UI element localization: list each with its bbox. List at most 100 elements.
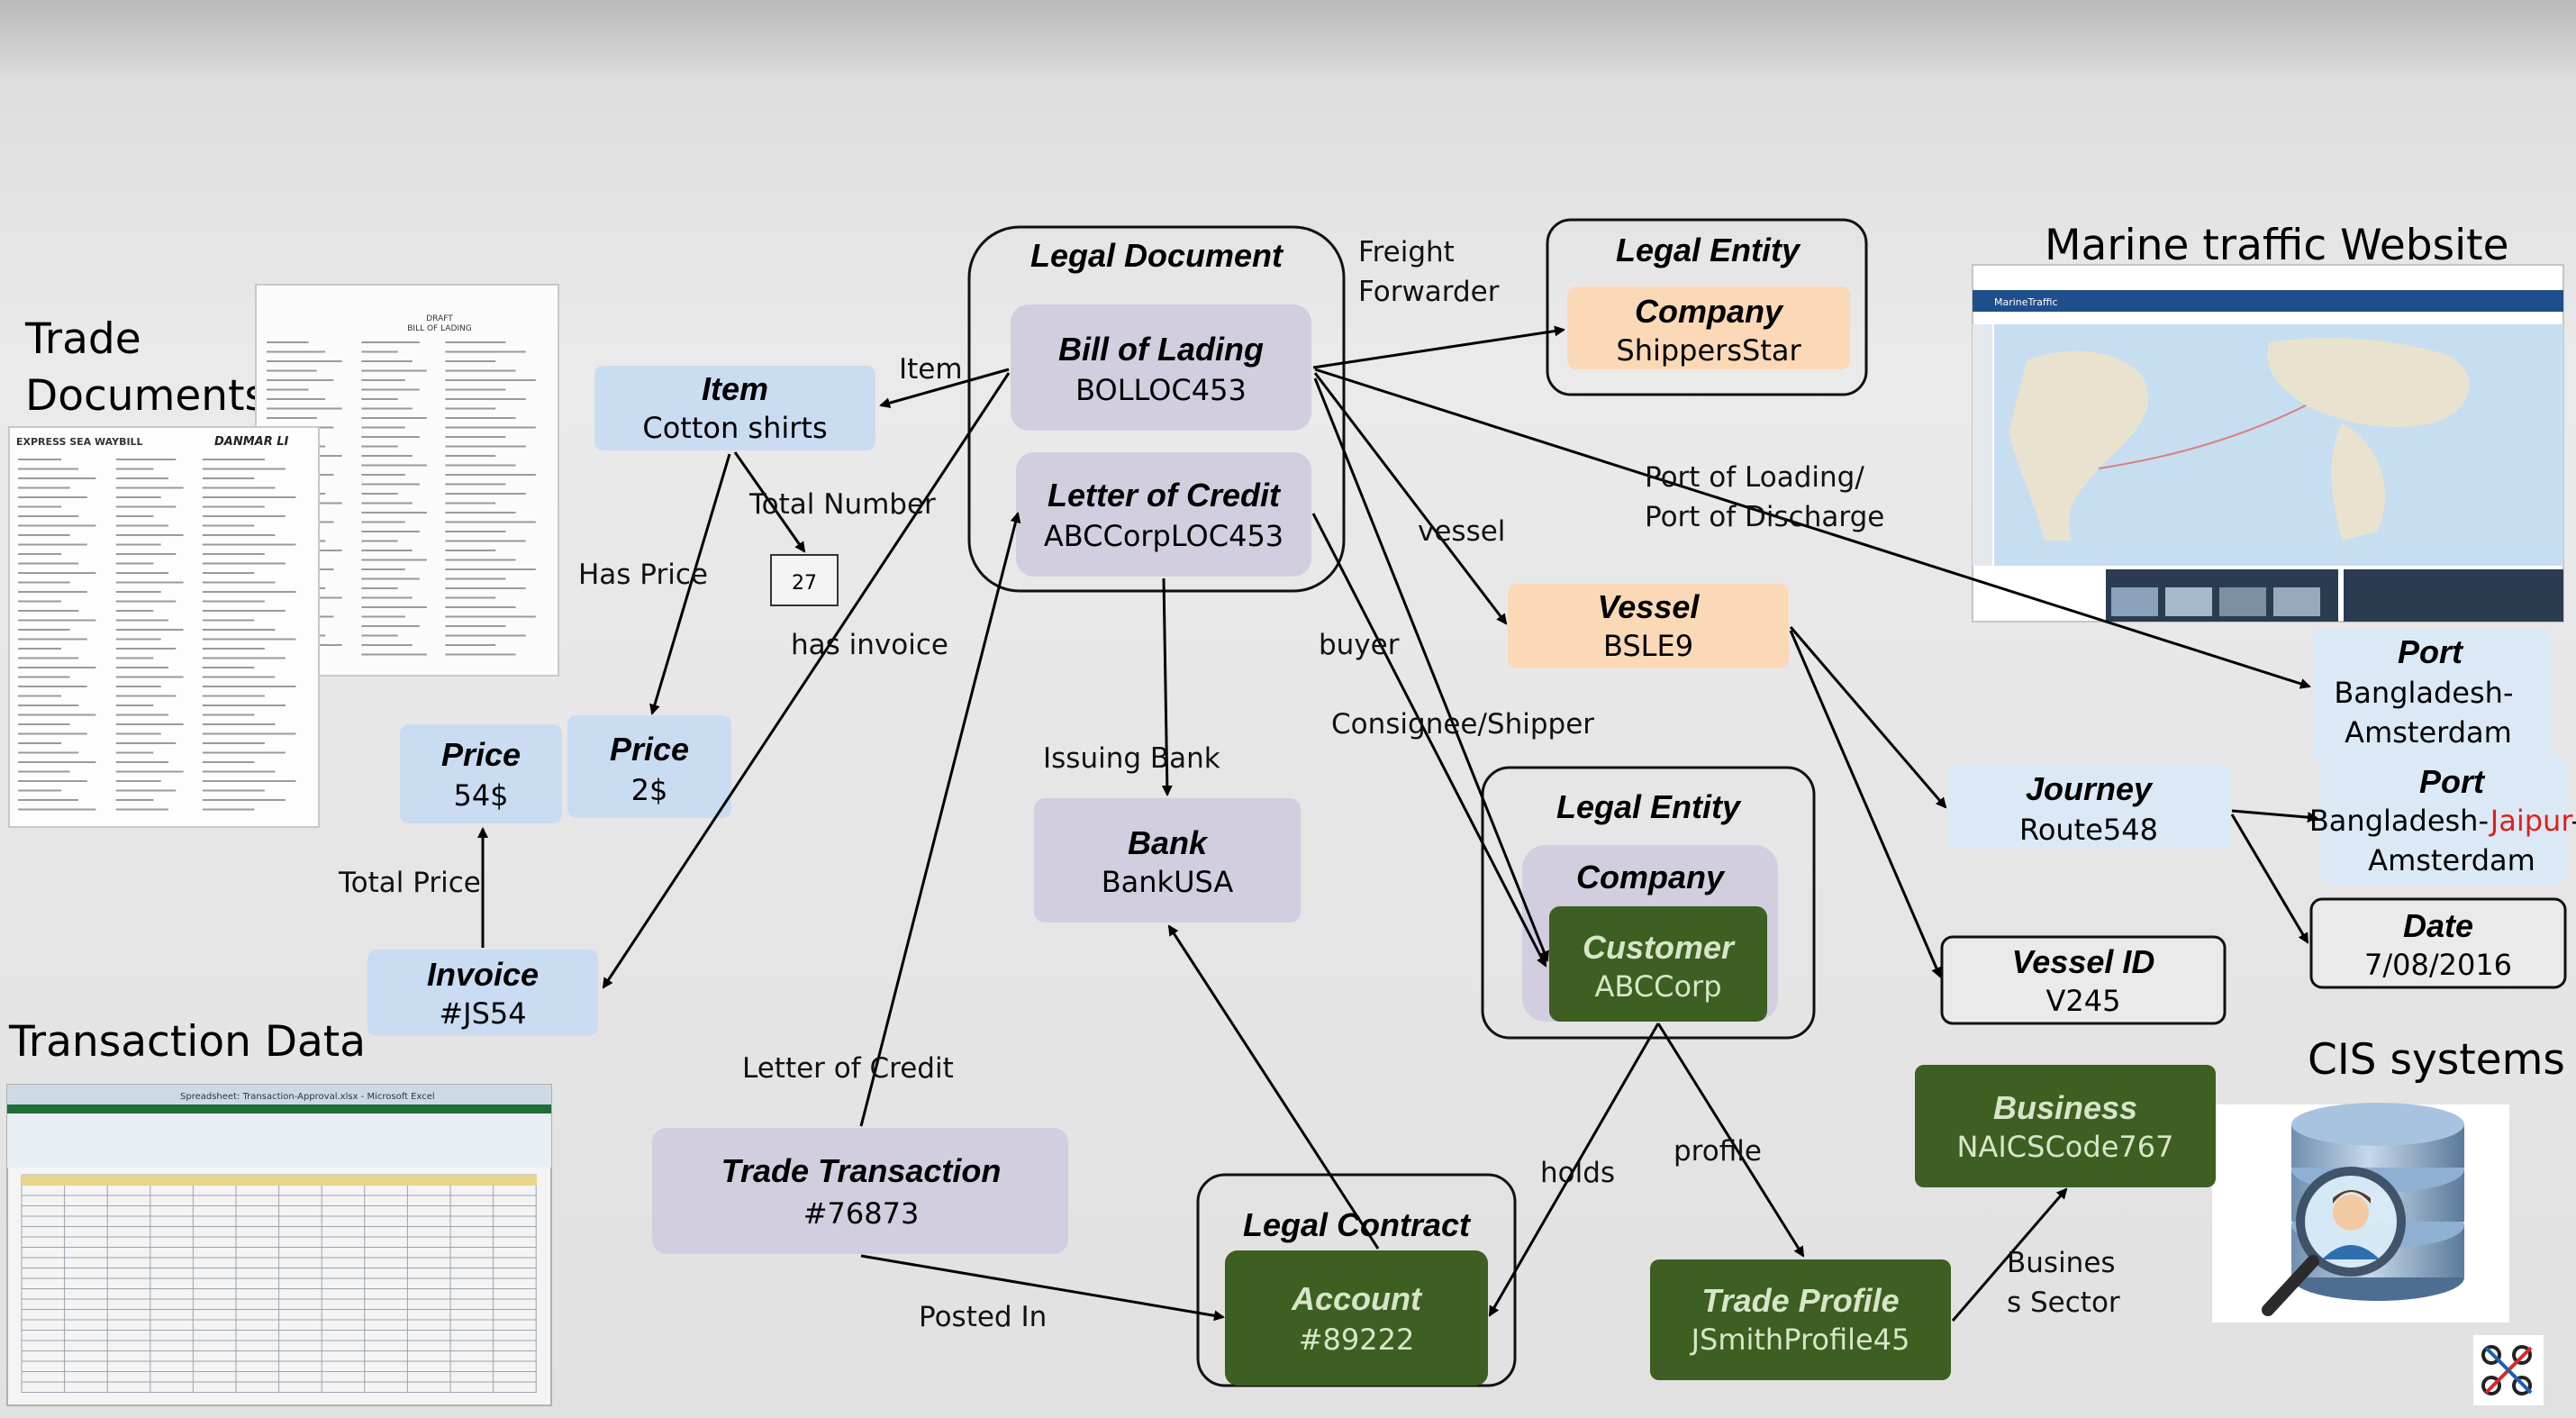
invoice-node[interactable] (367, 950, 598, 1036)
edge-bol-vessel (1313, 372, 1508, 625)
vessel-id-title: Vessel ID (2012, 943, 2155, 980)
vessel-title: Vessel (1598, 588, 1701, 625)
port-1-title: Port (2398, 633, 2464, 670)
price-54-node[interactable] (400, 724, 562, 823)
price-2-node[interactable] (567, 715, 731, 818)
edge-trade-loc (859, 512, 1021, 1127)
label-total-number: Total Number (748, 488, 936, 521)
vessel-id-value: V245 (2046, 984, 2121, 1018)
bill-of-lading-node[interactable] (1011, 305, 1311, 431)
label-port-loading-line-1: Port of Loading/ (1645, 461, 1864, 494)
price-54-title: Price (441, 736, 521, 773)
edge-bol-customer (1313, 377, 1549, 962)
company-top-title: Company (1635, 293, 1784, 330)
label-consignee-shipper: Consignee/Shipper (1331, 708, 1594, 741)
label-port-loading: Port of Loading/ Port of Discharge (1645, 461, 1884, 533)
label-has-invoice: has invoice (791, 629, 948, 661)
edge-profile-business (1951, 1187, 2068, 1322)
logo-icon (2473, 1335, 2544, 1405)
edge-bol-invoice (602, 372, 1011, 989)
bank-node[interactable] (1034, 798, 1301, 923)
company-shippersstar-node[interactable] (1567, 286, 1850, 369)
date-node[interactable] (2309, 897, 2567, 989)
port-2-title: Port (2419, 763, 2486, 800)
customer-name: ABCCorp (1594, 969, 1721, 1004)
bill-of-lading-id: BOLLOC453 (1075, 373, 1247, 407)
trade-documents-line-1: Trade (24, 314, 141, 364)
label-business-sector: Busines s Sector (2007, 1247, 2124, 1319)
port-2-route-highlight: Jaipur (2489, 804, 2574, 838)
label-item: Item (899, 353, 963, 386)
bank-name: BankUSA (1102, 865, 1234, 899)
port-2-route: Bangladesh-Jaipur- Amsterdam (2309, 804, 2576, 877)
marine-traffic-screenshot: MarineTraffic (1972, 264, 2564, 623)
label-freight-forwarder-line-1: Freight (1358, 236, 1455, 268)
label-issuing-bank: Issuing Bank (1043, 742, 1220, 775)
vessel-node[interactable] (1508, 584, 1789, 668)
marine-traffic-title: Marine traffic Website (2045, 221, 2509, 270)
port-2-node[interactable] (2320, 755, 2567, 885)
total-number-box[interactable] (770, 554, 839, 606)
item-node[interactable] (594, 366, 875, 450)
label-letter-of-credit: Letter of Credit (742, 1052, 954, 1085)
customer-node[interactable] (1549, 906, 1767, 1022)
date-title: Date (2403, 907, 2473, 944)
business-code: NAICSCode767 (1957, 1130, 2174, 1164)
trade-transaction-node[interactable] (652, 1128, 1068, 1254)
transaction-data-title: Transaction Data (8, 1017, 366, 1067)
journey-node[interactable] (1947, 764, 2230, 849)
label-freight-forwarder-line-2: Forwarder (1358, 276, 1500, 308)
account-id: #89222 (1299, 1323, 1415, 1357)
invoice-id: #JS54 (439, 996, 526, 1031)
price-54-value: 54$ (453, 778, 508, 813)
waybill-header: EXPRESS SEA WAYBILL (16, 436, 143, 448)
letter-of-credit-title: Letter of Credit (1048, 477, 1282, 514)
trade-profile-title: Trade Profile (1701, 1282, 1899, 1319)
account-title: Account (1291, 1280, 1423, 1317)
edge-bol-item (879, 368, 1010, 409)
vessel-id-node[interactable] (1940, 935, 2227, 1025)
legal-document-title: Legal Document (1030, 237, 1284, 274)
company-top-name: ShippersStar (1616, 333, 1801, 368)
vessel-id: BSLE9 (1603, 629, 1693, 663)
edge-bol-company (1312, 325, 1565, 369)
company-mid-title: Company (1576, 859, 1726, 895)
cis-systems-title: CIS systems (2308, 1035, 2565, 1085)
port-1-node[interactable] (2313, 629, 2551, 760)
trade-documents-title-line2: Documents (25, 371, 267, 421)
label-posted-in: Posted In (919, 1301, 1047, 1333)
account-node[interactable] (1225, 1250, 1488, 1386)
port-1-route-line-1: Bangladesh- (2334, 676, 2513, 710)
edge-vessel-journey (1789, 626, 1947, 809)
spreadsheet-thumbnail: Spreadsheet: Transaction-Approval.xlsx -… (6, 1084, 552, 1406)
label-holds: holds (1540, 1157, 1615, 1189)
legal-entity-mid-group (1481, 766, 1816, 1040)
label-business-sector-line-1: Busines (2007, 1247, 2116, 1279)
database-icon (2212, 1103, 2509, 1323)
letter-of-credit-id: ABCCorpLOC453 (1044, 519, 1283, 553)
journey-route: Route548 (2019, 813, 2158, 847)
draft-title-line: DRAFT (426, 314, 453, 323)
label-business-sector-line-2: s Sector (2007, 1286, 2120, 1319)
label-buyer: buyer (1319, 629, 1400, 661)
edge-trade-account (860, 1254, 1225, 1322)
port-2-route-line-2: Amsterdam (2368, 843, 2535, 877)
business-node[interactable] (1915, 1065, 2216, 1187)
trade-profile-node[interactable] (1650, 1259, 1951, 1380)
letter-of-credit-node[interactable] (1016, 452, 1311, 577)
edge-journey-date (2230, 814, 2309, 944)
trade-profile-id: JSmithProfile45 (1690, 1323, 1910, 1357)
edge-journey-port2 (2231, 809, 2318, 823)
total-number-value: 27 (792, 572, 817, 595)
legal-entity-top-group (1546, 218, 1868, 396)
item-title: Item (702, 370, 768, 407)
label-vessel: vessel (1418, 515, 1505, 548)
waybill-brand: DANMAR LI (214, 435, 289, 449)
label-profile: profile (1673, 1135, 1762, 1168)
edge-bol-port (1314, 368, 2311, 689)
port-1-route: Bangladesh- Amsterdam (2334, 676, 2522, 750)
draft-title-line: BILL OF LADING (407, 324, 472, 333)
port-2-route-pre: Bangladesh- (2309, 804, 2490, 838)
